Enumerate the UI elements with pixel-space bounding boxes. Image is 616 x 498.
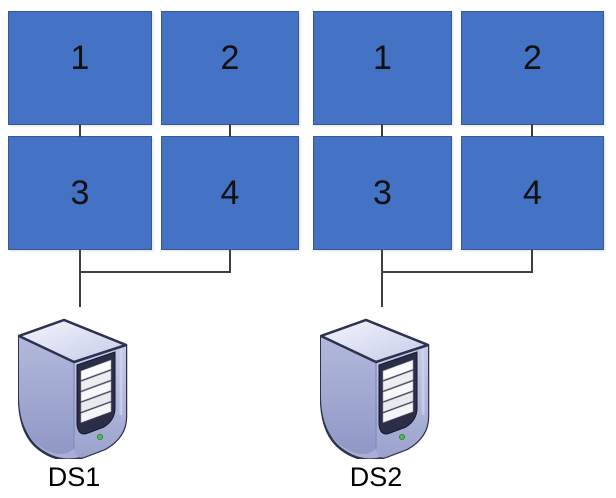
server-led [97, 434, 103, 440]
connector-g2-bus [381, 271, 533, 273]
connector-g1-1-3 [79, 124, 81, 137]
box-number: 3 [373, 174, 392, 212]
box-number: 2 [523, 39, 542, 77]
server-icon [18, 318, 128, 459]
box-group2-1: 1 [313, 11, 452, 125]
server-label-ds2: DS2 [349, 462, 403, 492]
connector-g1-bus [79, 271, 231, 273]
box-number: 4 [220, 174, 240, 212]
box-group2-3: 3 [313, 136, 452, 250]
box-group1-3: 3 [8, 136, 152, 250]
connector-g2-3-server [381, 250, 383, 307]
box-group1-1: 1 [8, 11, 152, 125]
connector-g2-4-bus [531, 250, 533, 273]
box-number: 3 [70, 174, 90, 212]
box-group1-4: 4 [161, 136, 299, 250]
box-number: 4 [523, 174, 542, 212]
box-number: 2 [220, 39, 240, 77]
server-icon [320, 318, 430, 459]
server-label-ds1: DS1 [47, 462, 101, 492]
connector-g2-1-3 [381, 124, 383, 137]
server-led [399, 434, 405, 440]
connector-g2-2-4 [531, 124, 533, 137]
box-group1-2: 2 [161, 11, 299, 125]
box-number: 1 [70, 39, 90, 77]
connector-g1-3-server [79, 250, 81, 307]
connector-g1-4-bus [229, 250, 231, 273]
box-group2-2: 2 [461, 11, 604, 125]
connector-g1-2-4 [229, 124, 231, 137]
box-group2-4: 4 [461, 136, 604, 250]
box-number: 1 [373, 39, 392, 77]
